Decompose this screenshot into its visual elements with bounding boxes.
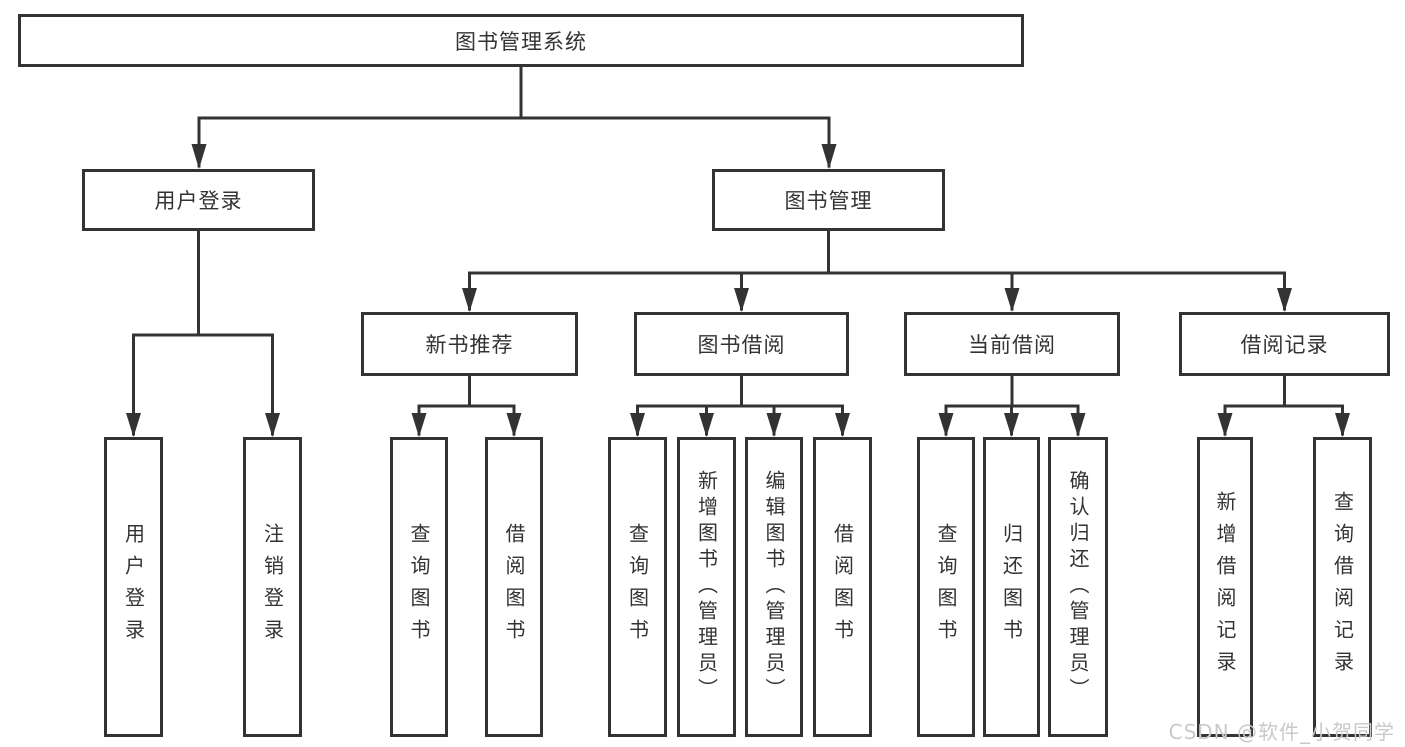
leaf-add-books-admin: 新增图书（管理员）	[677, 437, 736, 737]
leaf-edit-books-admin-label: 编辑图书（管理员）	[762, 470, 786, 704]
leaf-user-login-label: 用户登录	[121, 523, 146, 651]
leaf-borrowing-query-books: 查询图书	[608, 437, 667, 737]
leaf-add-borrow-record: 新增借阅记录	[1197, 437, 1253, 737]
leaf-recommend-borrow-books-label: 借阅图书	[502, 523, 526, 651]
node-book-management-label: 图书管理	[784, 189, 873, 213]
leaf-confirm-return-admin: 确认归还（管理员）	[1048, 437, 1108, 737]
node-current-borrowing-label: 当前借阅	[968, 333, 1056, 357]
node-borrowing-records: 借阅记录	[1179, 312, 1390, 376]
node-user-login-label: 用户登录	[154, 189, 243, 213]
node-root-label: 图书管理系统	[455, 29, 587, 54]
leaf-query-borrow-record-label: 查询借阅记录	[1330, 491, 1355, 683]
node-root-library-system: 图书管理系统	[18, 14, 1024, 67]
leaf-recommend-borrow-books: 借阅图书	[485, 437, 543, 737]
leaf-logout-label: 注销登录	[260, 523, 285, 651]
node-book-borrowing-label: 图书借阅	[697, 333, 786, 357]
node-book-borrowing: 图书借阅	[634, 312, 849, 376]
leaf-recommend-query-books: 查询图书	[390, 437, 448, 737]
leaf-add-borrow-record-label: 新增借阅记录	[1213, 491, 1237, 683]
leaf-return-books-label: 归还图书	[999, 523, 1024, 651]
leaf-borrowing-borrow-books: 借阅图书	[813, 437, 872, 737]
node-user-login: 用户登录	[82, 169, 315, 231]
leaf-borrowing-query-books-label: 查询图书	[625, 523, 650, 651]
node-current-borrowing: 当前借阅	[904, 312, 1120, 376]
node-book-management: 图书管理	[712, 169, 945, 231]
leaf-logout: 注销登录	[243, 437, 302, 737]
leaf-query-borrow-record: 查询借阅记录	[1313, 437, 1372, 737]
node-borrowing-records-label: 借阅记录	[1240, 333, 1329, 357]
node-new-book-recommend-label: 新书推荐	[425, 333, 514, 357]
leaf-edit-books-admin: 编辑图书（管理员）	[745, 437, 803, 737]
leaf-return-books: 归还图书	[983, 437, 1040, 737]
leaf-borrowing-borrow-books-label: 借阅图书	[830, 523, 855, 651]
csdn-watermark: CSDN @软件_小贺同学	[1168, 720, 1395, 744]
node-new-book-recommend: 新书推荐	[361, 312, 578, 376]
leaf-user-login: 用户登录	[104, 437, 163, 737]
leaf-current-query-books-label: 查询图书	[934, 523, 958, 651]
leaf-recommend-query-books-label: 查询图书	[407, 523, 431, 651]
leaf-add-books-admin-label: 新增图书（管理员）	[694, 470, 719, 704]
leaf-current-query-books: 查询图书	[917, 437, 975, 737]
leaf-confirm-return-admin-label: 确认归还（管理员）	[1066, 470, 1090, 704]
